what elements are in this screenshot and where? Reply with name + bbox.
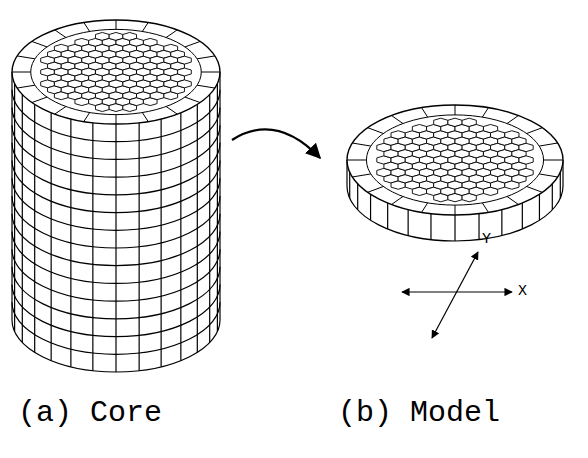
figure-caption: (b) Model xyxy=(338,398,500,428)
core-cylinder xyxy=(12,20,220,372)
model-slice xyxy=(347,105,563,241)
transfer-arrow xyxy=(232,129,320,158)
axis-label: X xyxy=(518,284,527,299)
figure-caption: (a) Core xyxy=(18,398,162,428)
y-axis xyxy=(432,252,478,338)
axis-label: Y xyxy=(482,232,491,247)
